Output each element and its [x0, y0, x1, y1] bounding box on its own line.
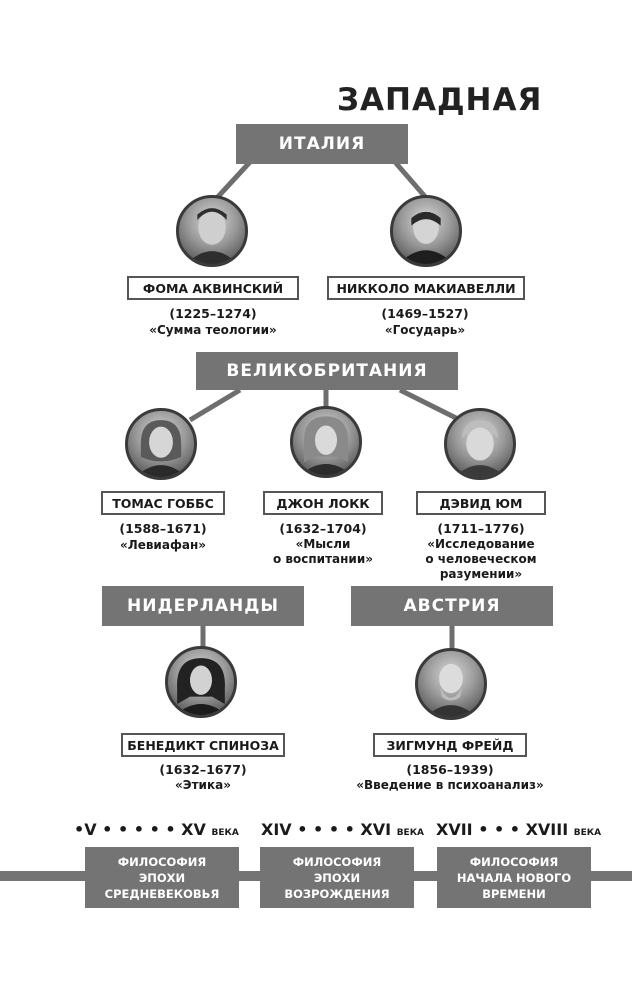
portrait-icon	[444, 408, 516, 480]
dates-spinoza: (1632–1677)	[159, 762, 247, 777]
country-box-britain: ВЕЛИКОБРИТАНИЯ	[196, 352, 458, 390]
name-box-hume: ДЭВИД ЮМ	[416, 491, 546, 515]
timeline-range-1: •V • • • • • XV ВЕКА	[74, 820, 239, 839]
country-box-netherlands: НИДЕРЛАНДЫ	[102, 586, 304, 626]
timeline-range-2: XIV • • • • XVI ВЕКА	[261, 820, 425, 839]
timeline-range-3: XVII • • • XVIII ВЕКА	[436, 820, 602, 839]
name-box-hobbes: ТОМАС ГОББС	[101, 491, 225, 515]
dates-machiavelli: (1469–1527)	[381, 306, 469, 321]
country-box-italy: ИТАЛИЯ	[236, 124, 408, 164]
portrait-icon	[390, 195, 462, 267]
era-box-modern: ФИЛОСОФИЯ НАЧАЛА НОВОГО ВРЕМЕНИ	[437, 847, 591, 908]
work-machiavelli: «Государь»	[384, 323, 466, 337]
name-box-locke: ДЖОН ЛОКК	[263, 491, 383, 515]
country-box-austria: АВСТРИЯ	[351, 586, 553, 626]
portrait-icon	[165, 646, 237, 718]
dates-locke: (1632–1704)	[279, 521, 367, 536]
dates-hume: (1711–1776)	[437, 521, 525, 536]
dates-aquinas: (1225–1274)	[169, 306, 257, 321]
name-box-freud: ЗИГМУНД ФРЕЙД	[373, 733, 527, 757]
name-box-machiavelli: НИККОЛО МАКИАВЕЛЛИ	[327, 276, 525, 300]
dates-hobbes: (1588–1671)	[119, 521, 207, 536]
portrait-icon	[176, 195, 248, 267]
work-aquinas: «Сумма теологии»	[149, 323, 277, 337]
name-box-spinoza: БЕНЕДИКТ СПИНОЗА	[121, 733, 285, 757]
era-box-medieval: ФИЛОСОФИЯ ЭПОХИ СРЕДНЕВЕКОВЬЯ	[85, 847, 239, 908]
portrait-icon	[125, 408, 197, 480]
work-hume: «Исследование о человеческом разумении»	[425, 537, 537, 581]
era-box-renaissance: ФИЛОСОФИЯ ЭПОХИ ВОЗРОЖДЕНИЯ	[260, 847, 414, 908]
page-title: ЗАПАДНАЯ	[337, 82, 543, 118]
dates-freud: (1856–1939)	[406, 762, 494, 777]
work-freud: «Введение в психоанализ»	[356, 778, 544, 792]
work-locke: «Мысли о воспитании»	[273, 537, 373, 566]
work-spinoza: «Этика»	[175, 778, 231, 792]
portrait-icon	[290, 406, 362, 478]
portrait-icon	[415, 648, 487, 720]
work-hobbes: «Левиафан»	[119, 538, 206, 552]
name-box-aquinas: ФОМА АКВИНСКИЙ	[127, 276, 299, 300]
